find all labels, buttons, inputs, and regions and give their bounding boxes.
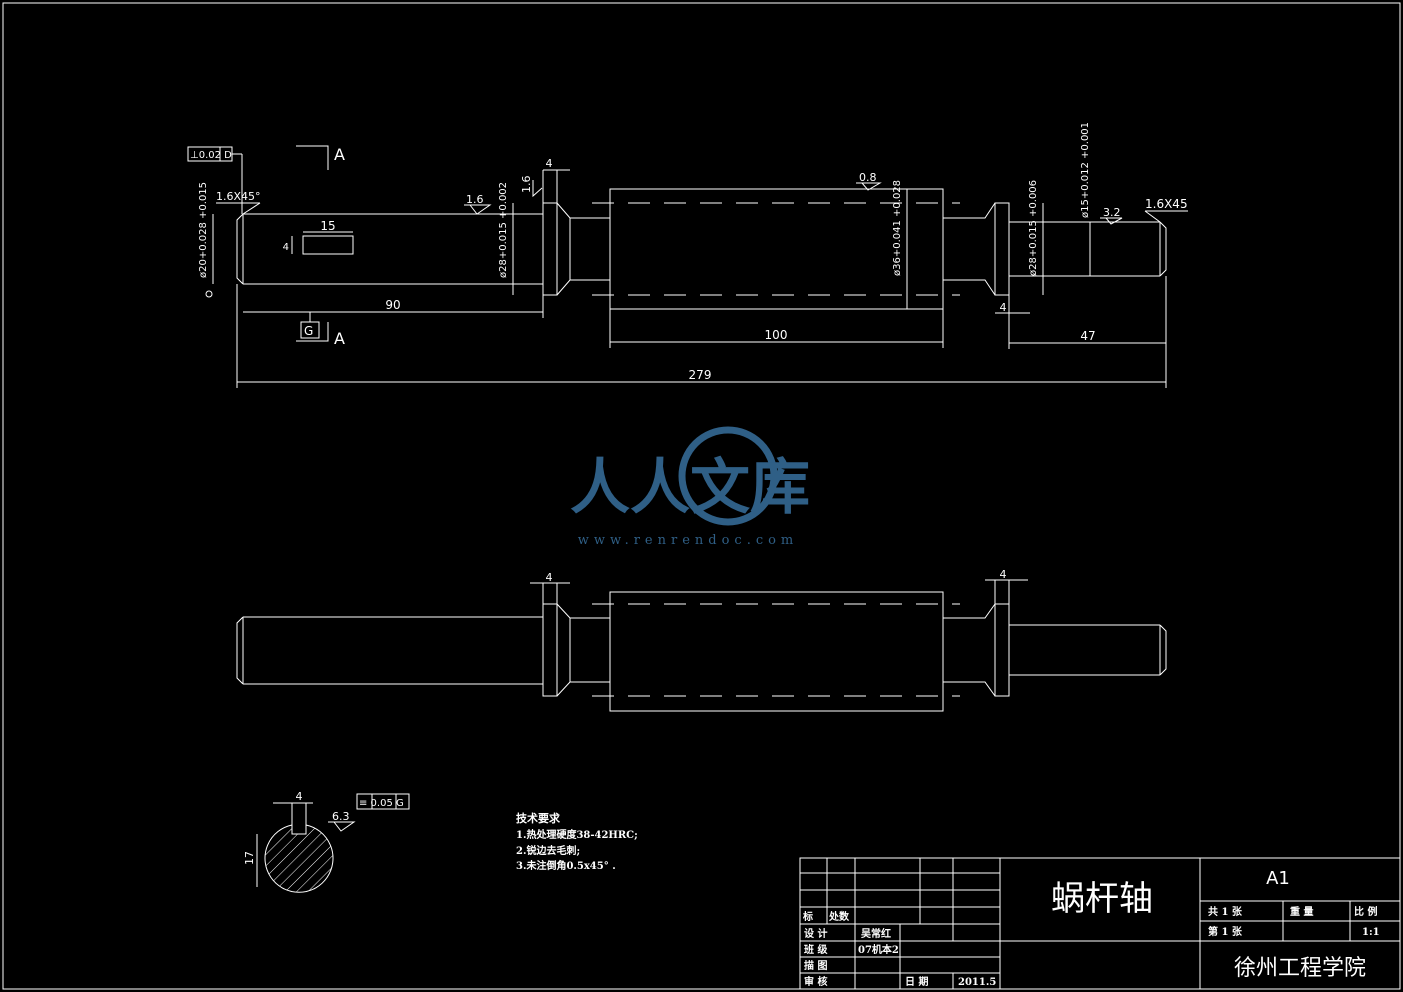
second-view: 4 4 xyxy=(236,568,1167,712)
date-value: 2011.5 xyxy=(958,977,996,988)
label-count: 处数 xyxy=(828,910,850,923)
tech-requirements: 技术要求 1.热处理硬度38-42HRC; 2.锐边去毛刺; 3.未注倒角0.5… xyxy=(516,811,638,872)
dia-left: ø20+0.028 +0.015 xyxy=(198,182,209,278)
watermark-url: www.renrendoc.com xyxy=(578,533,799,548)
tech-item-2: 2.锐边去毛刺; xyxy=(516,844,580,857)
rough-middle: 0.8 xyxy=(859,171,877,184)
designer-name: 吴常红 xyxy=(861,927,891,940)
tolerance-frame: ⊥0.02 D xyxy=(190,150,232,161)
dim-middle: 100 xyxy=(765,328,788,342)
label-draw: 描 图 xyxy=(804,959,827,972)
main-view: 279 90 100 47 4 4 15 4 ø20+0.028 +0.015 … xyxy=(187,122,1188,388)
worm-body xyxy=(609,188,944,310)
scale-label: 比 例 xyxy=(1354,905,1377,918)
chamfer-left: 1.6X45° xyxy=(216,190,261,203)
label-date: 日 期 xyxy=(905,975,928,988)
title-block: 标 处数 设 计 吴常红 班 级 07机本2 描 图 审 核 日 期 2011.… xyxy=(799,857,1401,990)
rough-shoulder: 1.6 xyxy=(520,176,533,194)
symmetry-frame: ≡ 0.05 G xyxy=(359,798,404,809)
tech-title: 技术要求 xyxy=(516,811,561,825)
dia-28-right: ø28+0.015 +0.006 xyxy=(1028,180,1039,276)
school-name: 徐州工程学院 xyxy=(1234,956,1366,981)
dim-shoulder-right: 4 xyxy=(1000,301,1007,314)
keyway-length: 15 xyxy=(320,219,335,233)
section-view: 4 17 6.3 ≡ 0.05 G xyxy=(243,790,410,893)
class-name: 07机本2 xyxy=(858,943,899,956)
weight-label: 重 量 xyxy=(1290,905,1313,918)
tech-item-1: 1.热处理硬度38-42HRC; xyxy=(516,828,638,841)
label-review: 审 核 xyxy=(804,975,827,988)
total-sheets: 共 1 张 xyxy=(1208,905,1243,918)
scale-value: 1:1 xyxy=(1362,927,1380,938)
section-dim-key: 4 xyxy=(296,790,303,803)
sheet-number: 第 1 张 xyxy=(1208,925,1243,938)
part-name: 蜗杆轴 xyxy=(1051,879,1153,919)
dim-total: 279 xyxy=(689,368,712,382)
label-class: 班 级 xyxy=(804,943,828,956)
section-a-top: A xyxy=(334,145,345,164)
section-roughness: 6.3 xyxy=(332,810,350,823)
second-dim-left: 4 xyxy=(546,571,553,584)
second-dim-right: 4 xyxy=(1000,568,1007,581)
dia-36: ø36+0.041 +0.028 xyxy=(892,180,903,276)
keyway xyxy=(302,235,354,255)
watermark: 人人文库 www.renrendoc.com xyxy=(570,426,810,548)
watermark-text: 人人文库 xyxy=(570,453,810,523)
label-mark: 标 xyxy=(802,910,813,923)
section-dim-depth: 17 xyxy=(243,851,256,865)
rough-right: 3.2 xyxy=(1103,206,1121,219)
dim-left-section: 90 xyxy=(385,298,400,312)
dia-15: ø15+0.012 +0.001 xyxy=(1080,122,1091,218)
keyway-width: 4 xyxy=(283,242,289,253)
chamfer-right: 1.6X45 xyxy=(1145,197,1188,211)
datum-g: G xyxy=(304,324,313,338)
tech-item-3: 3.未注倒角0.5x45° . xyxy=(516,859,616,872)
section-a-bottom: A xyxy=(334,329,345,348)
rough-left: 1.6 xyxy=(466,193,484,206)
label-design: 设 计 xyxy=(804,927,827,940)
dia-28-left: ø28+0.015 +0.002 xyxy=(498,182,509,278)
sheet-size: A1 xyxy=(1266,868,1290,889)
dim-right: 47 xyxy=(1080,329,1095,343)
dim-shoulder-left: 4 xyxy=(546,157,553,170)
